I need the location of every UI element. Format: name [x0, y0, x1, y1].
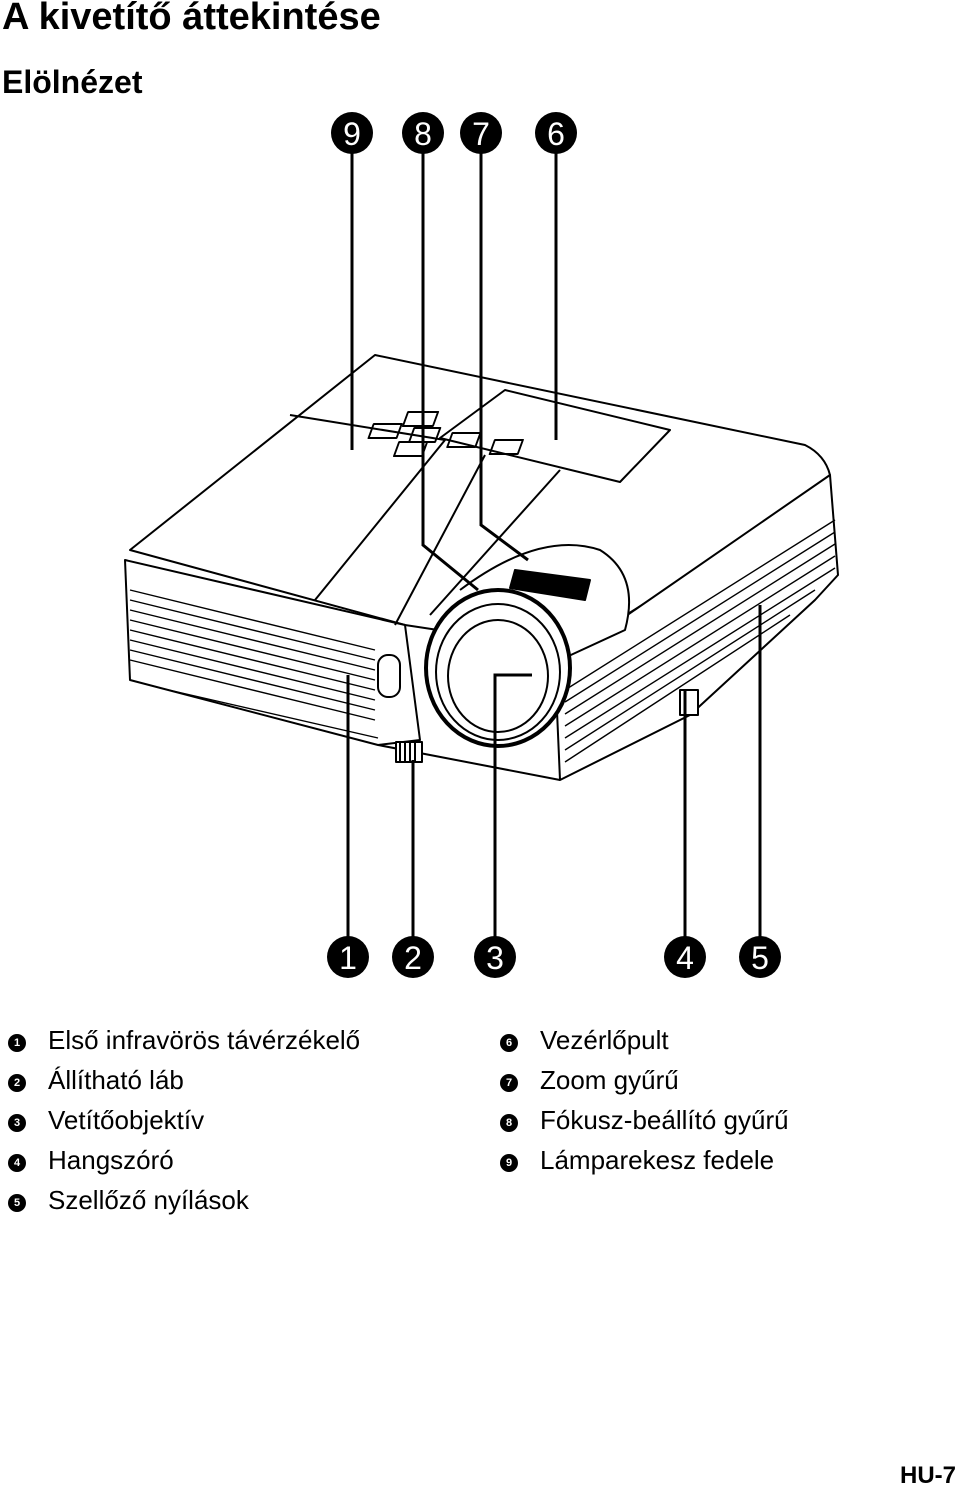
legend-label: Zoom gyűrű [540, 1064, 679, 1095]
callout-1-number: 1 [339, 940, 357, 976]
callout-9-number: 9 [343, 116, 361, 152]
callout-6-number: 6 [547, 116, 565, 152]
control-panel-outline [439, 389, 671, 483]
legend-label: Szellőző nyílások [48, 1184, 249, 1215]
callout-8: 8 [402, 112, 444, 154]
ir-sensor [377, 654, 401, 698]
legend-number: 4 [8, 1154, 26, 1172]
callout-3-number: 3 [486, 940, 504, 976]
legend-item: 4 Hangszóró [8, 1140, 360, 1180]
legend-label: Fókusz-beállító gyűrű [540, 1104, 789, 1135]
callout-7-number: 7 [472, 116, 490, 152]
legend-item: 5 Szellőző nyílások [8, 1180, 360, 1220]
callout-1: 1 [327, 936, 369, 978]
callout-2-number: 2 [404, 940, 422, 976]
legend-number: 3 [8, 1114, 26, 1132]
section-subtitle: Elölnézet [2, 64, 143, 100]
legend-item: 1 Első infravörös távérzékelő [8, 1020, 360, 1060]
legend-label: Első infravörös távérzékelő [48, 1024, 361, 1055]
legend-label: Vetítőobjektív [48, 1104, 205, 1135]
zoom-ring [509, 569, 591, 601]
callout-4: 4 [664, 936, 706, 978]
callout-2: 2 [392, 936, 434, 978]
legend-number: 2 [8, 1074, 26, 1092]
callout-4-number: 4 [676, 940, 694, 976]
legend-item: 2 Állítható láb [8, 1060, 360, 1100]
legend-number: 9 [500, 1154, 518, 1172]
legend-item: 3 Vetítőobjektív [8, 1100, 360, 1140]
legend-item: 8 Fókusz-beállító gyűrű [500, 1100, 789, 1140]
legend-number: 6 [500, 1034, 518, 1052]
legend-item: 7 Zoom gyűrű [500, 1060, 789, 1100]
callout-6: 6 [535, 112, 577, 154]
top-callouts: 9 8 7 6 [331, 112, 577, 154]
callout-9: 9 [331, 112, 373, 154]
legend-number: 1 [8, 1034, 26, 1052]
bottom-callouts: 1 2 3 4 5 [327, 936, 781, 978]
legend-label: Lámparekesz fedele [540, 1144, 775, 1175]
callout-8-number: 8 [414, 116, 432, 152]
legend-label: Vezérlőpult [540, 1024, 669, 1055]
legend-item: 9 Lámparekesz fedele [500, 1140, 789, 1180]
legend-left: 1 Első infravörös távérzékelő 2 Állítható … [8, 1020, 360, 1220]
callout-5-number: 5 [751, 940, 769, 976]
legend-label: Hangszóró [48, 1144, 174, 1175]
callout-5: 5 [739, 936, 781, 978]
legend-number: 8 [500, 1114, 518, 1132]
legend-number: 5 [8, 1194, 26, 1212]
page-title: A kivetítő áttekintése [2, 0, 381, 38]
callout-7: 7 [460, 112, 502, 154]
page-number: HU-7 [899, 1462, 956, 1489]
callout-3: 3 [474, 936, 516, 978]
projector-front-view-diagram: 9 8 7 6 1 2 3 4 [124, 112, 839, 978]
legend-item: 6 Vezérlőpult [500, 1020, 789, 1060]
legend-label: Állítható láb [48, 1064, 184, 1095]
legend-number: 7 [500, 1074, 518, 1092]
legend-right: 6 Vezérlőpult 7 Zoom gyűrű 8 Fókusz-beállít… [500, 1020, 789, 1180]
